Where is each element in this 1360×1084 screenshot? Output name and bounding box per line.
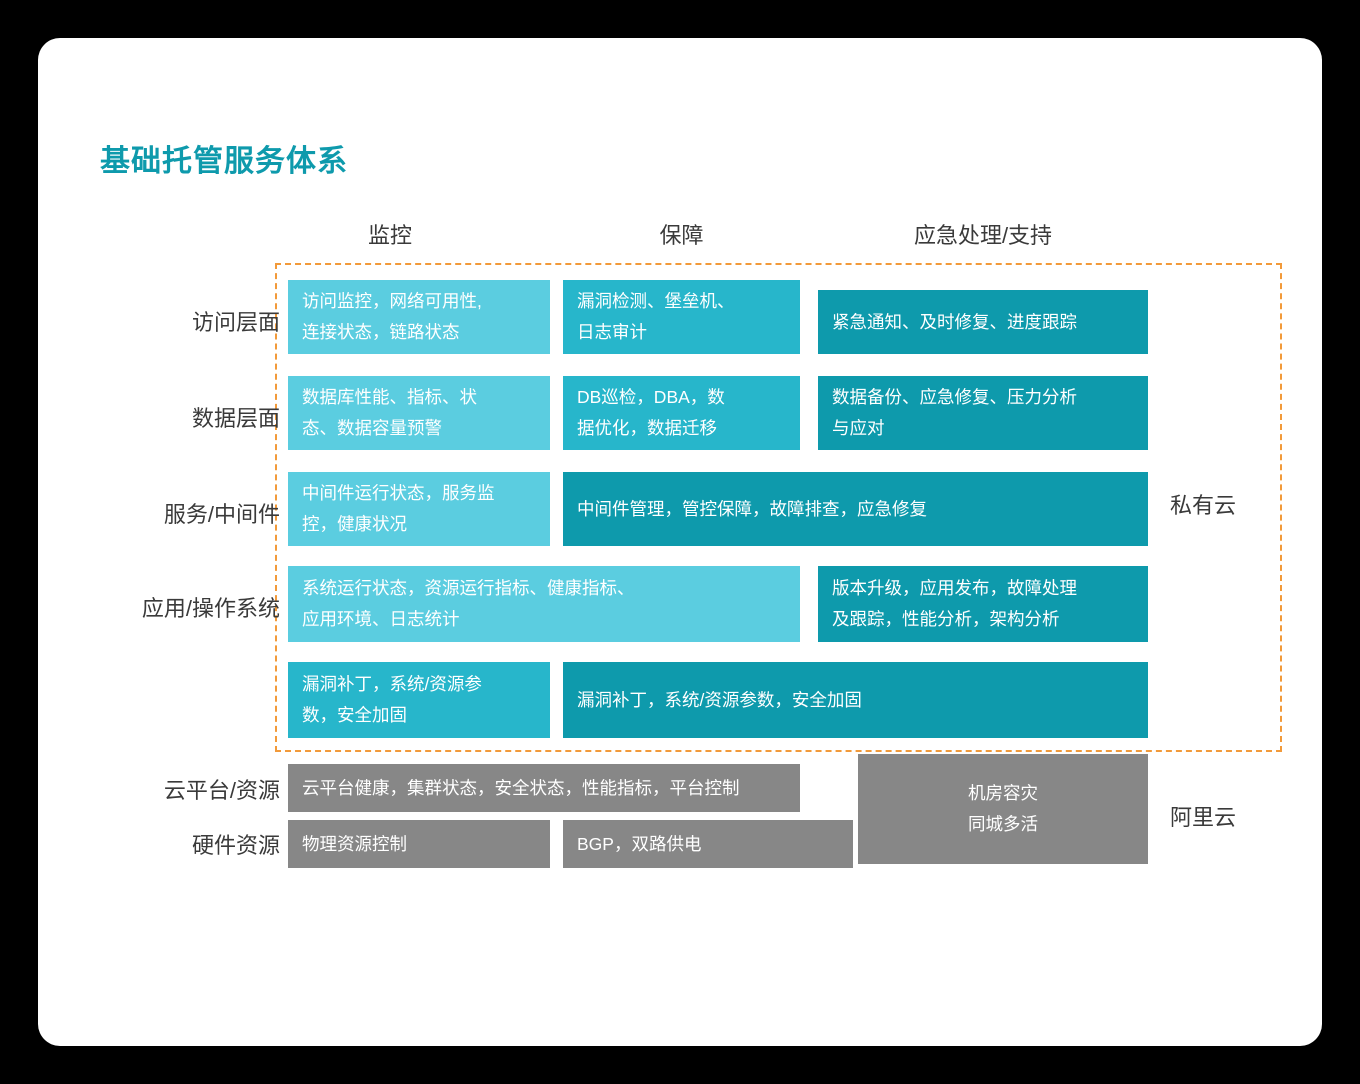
cell-data-monitoring: 数据库性能、指标、状 态、数据容量预警 <box>288 376 550 450</box>
cell-cloudplatform-emergency: 机房容灾 同城多活 <box>858 754 1148 864</box>
page-title: 基础托管服务体系 <box>100 145 348 178</box>
row-label-app-os: 应用/操作系统 <box>141 596 280 621</box>
side-label-private-cloud: 私有云 <box>1170 493 1237 518</box>
column-header-emergency: 应急处理/支持 <box>913 223 1053 248</box>
cell-app-emergency: 版本升级，应用发布，故障处理 及跟踪，性能分析，架构分析 <box>818 566 1148 642</box>
cell-security-assurance-emergency: 漏洞补丁，系统/资源参数，安全加固 <box>563 662 1148 738</box>
row-label-hardware: 硬件资源 <box>191 833 280 858</box>
row-label-data: 数据层面 <box>191 406 280 431</box>
cell-data-assurance: DB巡检，DBA，数 据优化，数据迁移 <box>563 376 800 450</box>
column-header-assurance: 保障 <box>659 223 704 248</box>
cell-security-monitoring: 漏洞补丁，系统/资源参 数，安全加固 <box>288 662 550 738</box>
row-label-cloud-platform: 云平台/资源 <box>163 778 280 803</box>
cell-data-emergency: 数据备份、应急修复、压力分析 与应对 <box>818 376 1148 450</box>
cell-middleware-assurance-emergency: 中间件管理，管控保障，故障排查，应急修复 <box>563 472 1148 546</box>
cell-access-emergency: 紧急通知、及时修复、进度跟踪 <box>818 290 1148 354</box>
side-label-alicloud: 阿里云 <box>1170 805 1237 830</box>
cell-hardware-monitoring: 物理资源控制 <box>288 820 550 868</box>
cell-hardware-assurance: BGP，双路供电 <box>563 820 853 868</box>
cell-app-monitoring-assurance: 系统运行状态，资源运行指标、健康指标、 应用环境、日志统计 <box>288 566 800 642</box>
diagram-card: 基础托管服务体系 监控 保障 应急处理/支持 访问层面 数据层面 服务/中间件 … <box>38 38 1322 1046</box>
cell-access-monitoring: 访问监控，网络可用性, 连接状态，链路状态 <box>288 280 550 354</box>
private-cloud-boundary <box>275 263 1282 752</box>
row-label-service-middleware: 服务/中间件 <box>163 502 280 527</box>
cell-middleware-monitoring: 中间件运行状态，服务监 控，健康状况 <box>288 472 550 546</box>
column-header-monitoring: 监控 <box>367 223 412 248</box>
cell-cloudplatform-monitoring: 云平台健康，集群状态，安全状态，性能指标，平台控制 <box>288 764 800 812</box>
row-label-access: 访问层面 <box>191 310 280 335</box>
cell-access-assurance: 漏洞检测、堡垒机、 日志审计 <box>563 280 800 354</box>
